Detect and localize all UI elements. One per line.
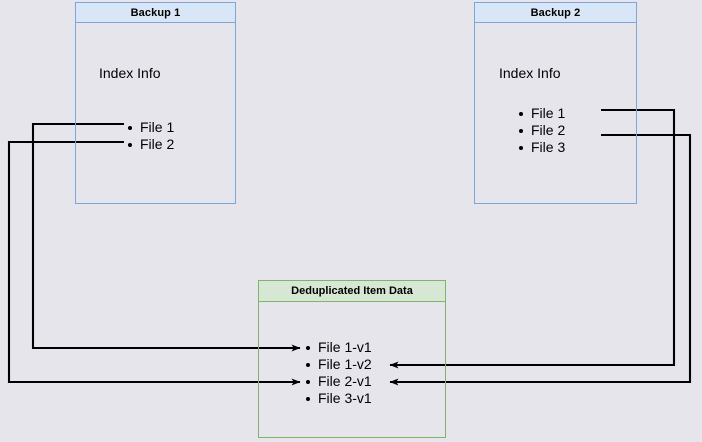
connector-backup1-file2-to-file2v1 — [7, 140, 301, 386]
backup-2-index-info-label: Index Info — [499, 65, 561, 81]
deduplicated-file-list: File 1-v1 File 1-v2 File 2-v1 File 3-v1 — [302, 339, 372, 407]
deduplicated-item-data-title: Deduplicated Item Data — [291, 285, 413, 297]
deduplicated-item-data-box[interactable]: Deduplicated Item Data File 1-v1 File 1-… — [258, 280, 446, 438]
deduplicated-item-data-header: Deduplicated Item Data — [259, 281, 445, 302]
backup-2-file-list: File 1 File 2 File 3 — [515, 105, 565, 156]
backup-2-box[interactable]: Backup 2 Index Info File 1 File 2 File 3 — [474, 2, 637, 204]
connector-backup2-file2-to-file2v1 — [389, 133, 692, 386]
backup-1-header: Backup 1 — [76, 3, 235, 23]
dedup-file-item[interactable]: File 1-v1 — [302, 339, 372, 356]
backup-2-title: Backup 2 — [530, 6, 581, 19]
backup-1-file-item[interactable]: File 2 — [124, 136, 174, 153]
dedup-file-item[interactable]: File 3-v1 — [302, 390, 372, 407]
backup-2-file-item[interactable]: File 2 — [515, 122, 565, 139]
backup-2-file-item[interactable]: File 1 — [515, 105, 565, 122]
connector-backup2-file1-to-file1v2 — [389, 108, 676, 369]
backup-1-file-list: File 1 File 2 — [124, 119, 174, 153]
backup-1-index-info-label: Index Info — [99, 65, 161, 81]
backup-2-header: Backup 2 — [475, 3, 636, 23]
connector-backup1-file1-to-file1v1 — [31, 122, 301, 352]
dedup-file-item[interactable]: File 2-v1 — [302, 373, 372, 390]
backup-1-box[interactable]: Backup 1 Index Info File 1 File 2 — [75, 2, 236, 204]
backup-1-title: Backup 1 — [130, 6, 181, 19]
dedup-file-item[interactable]: File 1-v2 — [302, 356, 372, 373]
backup-1-file-item[interactable]: File 1 — [124, 119, 174, 136]
backup-2-file-item[interactable]: File 3 — [515, 139, 565, 156]
